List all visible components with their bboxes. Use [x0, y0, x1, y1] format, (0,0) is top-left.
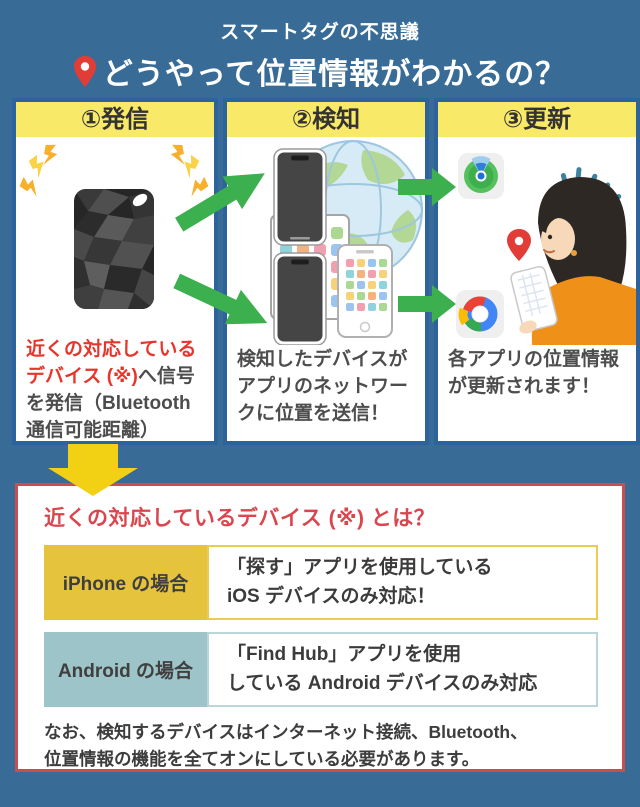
footnote-box: 近くの対応しているデバイス (※) とは？ iPhone の場合 「探す」アプリ… [15, 483, 625, 772]
woman-with-phone [507, 167, 636, 345]
steps-row: ①発信 [12, 98, 640, 445]
find-my-app-icon [458, 153, 504, 199]
page-title: どうやって位置情報がわかるの？ [102, 58, 567, 91]
green-arrow-right-bottom-icon [398, 285, 456, 323]
iphone-line-1: 「探す」アプリを使用している [227, 557, 493, 578]
step-1-caption-rest: へ信号を発信（Bluetooth通信可能距離） [26, 365, 195, 441]
step-card-detect: ②検知 [223, 98, 429, 445]
eye [547, 234, 553, 240]
android-line-1: 「Find Hub」アプリを使用 [227, 644, 462, 665]
note-line-1: なお、検知するデバイスはインターネット接続、Bluetooth、 [44, 722, 528, 742]
smile [543, 249, 555, 254]
green-arrow-right-top-icon [398, 168, 456, 206]
android-line-2: している Android デバイスのみ対応 [227, 672, 538, 694]
step-1-caption-highlight: 近くの対応しているデバイス (※) [26, 339, 197, 387]
spec-row-android: Android の場合 「Find Hub」アプリを使用 している Androi… [44, 632, 598, 707]
header: スマートタグの不思議 どうやって位置情報がわかるの？ [0, 0, 640, 93]
phone-in-hand [510, 266, 558, 332]
iphone-value-cell: 「探す」アプリを使用している iOS デバイスのみ対応！ [207, 545, 598, 620]
find-hub-app-icon [456, 290, 504, 338]
map-pin-icon [73, 55, 96, 87]
note-line-2: 位置情報の機能を全てオンにしている必要があります。 [44, 749, 480, 770]
face [541, 218, 575, 260]
header-subtitle: スマートタグの不思議 [220, 22, 420, 43]
android-label-cell: Android の場合 [44, 632, 207, 707]
lightning-bolts-left [18, 143, 59, 198]
green-arrow-up-right-icon [175, 173, 265, 232]
step-1-caption: 近くの対応しているデバイス (※)へ信号を発信（Bluetooth通信可能距離） [16, 335, 214, 445]
smart-tag-svg [18, 143, 210, 309]
spec-row-iphone: iPhone の場合 「探す」アプリを使用している iOS デバイスのみ対応！ [44, 545, 598, 620]
header-title-row: どうやって位置情報がわかるの？ [0, 49, 640, 93]
smart-tag-device [74, 189, 154, 309]
yellow-down-arrow-icon [48, 444, 138, 496]
footnote-note: なお、検知するデバイスはインターネット接続、Bluetooth、 位置情報の機能… [44, 719, 600, 773]
apps-woman-svg [456, 153, 636, 345]
apps-woman-illustration [438, 137, 636, 345]
dark-phone-top [273, 148, 327, 246]
android-value-cell: 「Find Hub」アプリを使用 している Android デバイスのみ対応 [207, 632, 598, 707]
step-3-caption: 各アプリの位置情報が更新されます！ [448, 349, 620, 397]
iphone-label-cell: iPhone の場合 [44, 545, 207, 620]
step-card-transmit: ①発信 [12, 98, 218, 445]
phones-globe-illustration [227, 137, 425, 345]
step-3-header: ③更新 [438, 102, 636, 137]
smart-tag-illustration [16, 137, 214, 335]
step-2-caption: 検知したデバイスがアプリのネットワークに位置を送信！ [237, 349, 409, 424]
step-card-update: ③更新 [434, 98, 640, 445]
green-arrow-down-right-icon [173, 273, 268, 325]
step-1-header: ①発信 [16, 102, 214, 137]
hand [519, 320, 537, 334]
sweater [531, 276, 636, 345]
footnote-heading: 近くの対応しているデバイス (※) とは？ [44, 507, 436, 530]
location-pin-above-phone [507, 229, 531, 261]
dark-phone-bottom [273, 252, 327, 345]
phones-globe-svg [270, 140, 423, 345]
iphone-line-2: iOS デバイスのみ対応！ [227, 585, 436, 607]
step-2-header: ②検知 [227, 102, 425, 137]
earring [571, 250, 577, 256]
white-phone-with-apps [337, 244, 393, 338]
